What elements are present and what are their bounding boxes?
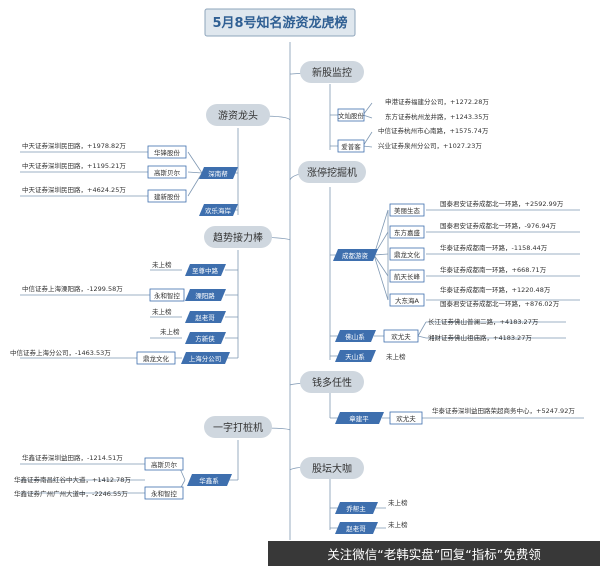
branch-zhanduo: 章建平 欢尤夫 华泰证券深圳益田路荣超商务中心，+5247.92万 — [335, 406, 575, 425]
stock-label: 大东海A — [395, 296, 420, 305]
seat-entry: 申港证券福建分公司，+1272.28万 — [385, 97, 489, 106]
promo-text: 关注微信“老韩实盘”回复“指标”免费领 — [327, 547, 541, 562]
branch-youzi: 中天证券深圳民田路，+1978.82万 中天证券深圳民田路，+1195.21万 … — [22, 141, 238, 216]
seat-entry: 中天证券深圳民田路，+1195.21万 — [22, 161, 126, 170]
seat-tag: 方新侠 — [195, 334, 215, 343]
stock-label: 航天长峰 — [394, 272, 421, 281]
seat-entry: 华泰证券成都南一环路，-1158.44万 — [440, 243, 548, 252]
stock-label: 美丽生态 — [394, 206, 421, 215]
promo-banner: 关注微信“老韩实盘”回复“指标”免费领 — [268, 541, 600, 566]
seat-tag: 至尊中路 — [192, 266, 219, 275]
not-listed-note: 未上榜 — [386, 352, 406, 361]
seat-tag: 成都游资 — [342, 251, 369, 260]
stock-label: 高斯贝尔 — [154, 168, 181, 177]
not-listed-note: 未上榜 — [388, 498, 408, 507]
branch-zhangting: 成都游资 美丽生态 东方嘉盛 鼎龙文化 航天长峰 大东海A 国泰君安证券成都北一… — [333, 199, 564, 362]
category-zhanduo: 钱多任性 — [312, 376, 352, 389]
category-xingu: 新股监控 — [312, 66, 352, 79]
not-listed-note: 未上榜 — [388, 520, 408, 529]
seat-entry: 华泰证券成都南一环路，+668.71万 — [440, 265, 547, 274]
page-title: 5月8号知名游资龙虎榜 — [212, 15, 347, 31]
seat-entry: 国泰君安证券成都北一环路，-976.94万 — [440, 221, 557, 230]
seat-tag: 章建平 — [349, 414, 369, 423]
seat-tag: 乔帮主 — [346, 504, 366, 513]
seat-entry: 东方证券杭州龙井路，+1243.35万 — [385, 112, 489, 121]
seat-tag: 赵老哥 — [346, 524, 366, 533]
stock-label: 华锋股份 — [154, 148, 181, 157]
seat-entry: 中信证券杭州市心南路，+1575.74万 — [378, 126, 489, 135]
seat-tag: 赵老哥 — [195, 313, 215, 322]
seat-tag: 佛山系 — [345, 332, 365, 341]
stock-label: 东方嘉盛 — [394, 228, 421, 237]
stock-label: 高斯贝尔 — [151, 460, 178, 469]
seat-entry: 国泰君安证券成都北一环路，+876.02万 — [440, 299, 560, 308]
category-nodes: 新股监控 游资龙头 涨停挖掘机 趋势接力棒 钱多任性 一字打桩机 股坛大咖 — [204, 61, 366, 479]
seat-tag: 天山系 — [345, 352, 365, 361]
seat-entry: 中天证券深圳民田路，+4624.25万 — [22, 185, 126, 194]
category-gutan: 股坛大咖 — [312, 462, 352, 475]
seat-entry: 中天证券深圳民田路，+1978.82万 — [22, 141, 126, 150]
seat-entry: 华鑫证券南昌红谷中大道，+1412.78万 — [14, 475, 131, 484]
seat-entry: 兴业证券泉州分公司，+1027.23万 — [378, 141, 482, 150]
seat-entry: 长江证券佛山普澜二路，+4183.27万 — [428, 317, 539, 326]
branch-xingu: 文灿股份 爱普客 申港证券福建分公司，+1272.28万 东方证券杭州龙井路，+… — [337, 97, 489, 153]
not-listed-note: 未上榜 — [152, 307, 172, 316]
stock-label: 永和智控 — [154, 291, 181, 300]
branch-qushi: 至尊中路 溧阳路 赵老哥 方新侠 上海分公司 未上榜 永和智控 中信证券上海溧阳… — [10, 260, 230, 365]
stock-label: 欢尤夫 — [391, 332, 411, 341]
category-yizi: 一字打桩机 — [213, 421, 263, 434]
seat-entry: 湘财证券佛山祖庙路，+4183.27万 — [428, 333, 532, 342]
seat-entry: 华泰证券成都南一环路，+1220.48万 — [440, 285, 551, 294]
stock-label: 永和智控 — [151, 489, 178, 498]
seat-entry: 中信证券上海溧阳路，-1299.58万 — [22, 284, 123, 293]
seat-tag: 华鑫系 — [199, 476, 219, 485]
stock-label: 建新股份 — [154, 192, 181, 201]
seat-tag: 欢乐海岸 — [205, 206, 232, 215]
stock-label: 鼎龙文化 — [394, 250, 421, 259]
seat-entry: 华鑫证券深圳益田路，-1214.51万 — [22, 453, 123, 462]
seat-tag: 深南帮 — [208, 169, 228, 178]
seat-entry: 华鑫证券广州广州大道中，-2246.55万 — [14, 489, 128, 498]
title-box: 5月8号知名游资龙虎榜 — [204, 8, 356, 37]
category-zhangting: 涨停挖掘机 — [307, 166, 357, 179]
seat-entry: 华泰证券深圳益田路荣超商务中心，+5247.92万 — [432, 406, 575, 415]
stock-label: 欢尤夫 — [396, 414, 416, 423]
branch-gutan: 乔帮主 未上榜 赵老哥 未上榜 — [335, 498, 408, 534]
stock-label: 爱普客 — [341, 142, 361, 151]
category-qushi: 趋势接力棒 — [213, 231, 263, 244]
seat-entry: 中信证券上海分公司，-1463.53万 — [10, 348, 111, 357]
branch-yizi: 华鑫系 高斯贝尔 永和智控 华鑫证券深圳益田路，-1214.51万 华鑫证券南昌… — [14, 453, 232, 500]
not-listed-note: 未上榜 — [152, 260, 172, 269]
seat-tag: 上海分公司 — [189, 354, 222, 363]
seat-entry: 国泰君安证券成都北一环路，+2592.99万 — [440, 199, 564, 208]
stock-label: 文灿股份 — [338, 111, 365, 120]
seat-tag: 溧阳路 — [195, 291, 215, 300]
category-youzi: 游资龙头 — [218, 109, 258, 122]
stock-label: 鼎龙文化 — [143, 354, 170, 363]
not-listed-note: 未上榜 — [160, 327, 180, 336]
